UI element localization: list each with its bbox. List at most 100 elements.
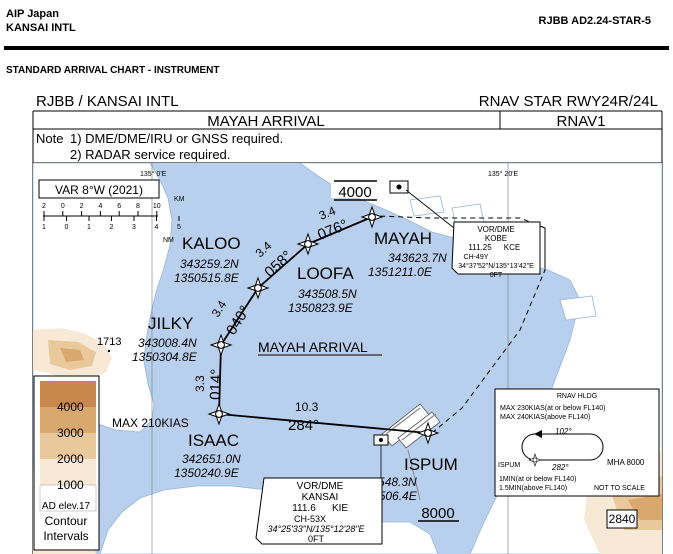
scale-km-tick: 10 xyxy=(153,203,161,210)
kobe-name: KOBE xyxy=(485,234,507,243)
holding-title: RNAV HLDG xyxy=(557,393,597,400)
header-rule xyxy=(4,46,669,50)
waypoint-isaac-name: ISAAC xyxy=(188,431,239,450)
nav-spec: RNAV1 xyxy=(557,113,606,130)
aerodrome-elevation: AD elev.17 xyxy=(42,501,91,512)
scale-nm-tick: 3 xyxy=(132,224,136,231)
arrival-name: MAYAH ARRIVAL xyxy=(207,113,325,130)
kobe-ident: KCE xyxy=(504,243,520,252)
route-label: MAYAH ARRIVAL xyxy=(258,339,368,355)
airport-name: KANSAI INTL xyxy=(6,22,76,34)
waypoint-kaloo-name: KALOO xyxy=(182,234,241,253)
leg-1-distance: 3.4 xyxy=(317,203,338,222)
scale-km-label: KM xyxy=(174,196,185,203)
scale-km-tick: 8 xyxy=(136,203,140,210)
contour-level-1000: 1000 xyxy=(57,478,84,492)
arrival-route xyxy=(218,216,429,434)
scale-km-tick: 0 xyxy=(61,203,65,210)
scale-nm-tick: 4 xyxy=(155,224,159,231)
holding-time-1: 1MIN(at or below FL140) xyxy=(499,476,576,483)
kobe-vor-box: VOR/DME KOBE 111.25 KCE CH-49Y 34°37'52"… xyxy=(451,221,541,279)
kansai-name: KANSAI xyxy=(302,492,339,503)
kobe-type: VOR/DME xyxy=(477,225,514,234)
waypoint-isaac-lon: 1350240.9E xyxy=(174,466,240,480)
holding-fix: ISPUM xyxy=(498,462,520,469)
waypoint-jilky-name: JILKY xyxy=(148,314,193,333)
scale-nm-tick: 1 xyxy=(87,224,91,231)
kobe-elev: 0FT xyxy=(490,272,503,279)
kansai-vor-symbol xyxy=(373,434,389,446)
transition-dashed-route xyxy=(377,215,546,434)
scale-nm-tick: 5 xyxy=(177,224,181,231)
note-2: 2) RADAR service required. xyxy=(70,147,230,162)
waypoint-jilky-lat: 343008.4N xyxy=(138,336,197,350)
holding-speed-2: MAX 240KIAS(above FL140) xyxy=(500,414,590,421)
scale-km-tick: 6 xyxy=(117,203,121,210)
holding-speed-1: MAX 230KIAS(at or below FL140) xyxy=(500,405,605,412)
scale-km-tick: 2 xyxy=(80,203,84,210)
contour-level-3000: 3000 xyxy=(57,426,84,440)
kansai-vor-box: VOR/DME KANSAI 111.6 KIE CH-53X 34°25'33… xyxy=(255,477,383,545)
notes-label: Note xyxy=(36,131,63,146)
kansai-coords: 34°25'33"N/135°12'28"E xyxy=(267,524,365,534)
leg-5-distance: 10.3 xyxy=(295,400,319,414)
waypoint-ispum-name: ISPUM xyxy=(404,455,458,474)
scale-nm-label: NM xyxy=(163,237,174,244)
contour-label-line1: Contour xyxy=(45,514,88,528)
magnetic-variation: VAR 8°W (2021) xyxy=(55,183,143,197)
contour-legend: 4000 3000 2000 1000 AD elev.17 Contour I… xyxy=(33,375,100,551)
waypoint-kaloo-lat: 343259.2N xyxy=(180,257,239,271)
contour-label-line2: Intervals xyxy=(43,529,88,543)
kansai-elev: 0FT xyxy=(308,534,325,544)
kansai-type: VOR/DME xyxy=(297,481,344,492)
kansai-freq: 111.6 xyxy=(292,503,316,514)
waypoint-isaac-lat: 342651.0N xyxy=(182,452,241,466)
scale-km-tick: 2 xyxy=(42,203,46,210)
waypoint-mayah-lon: 1351211.0E xyxy=(368,265,433,279)
chart-reference: RJBB AD2.24-STAR-5 xyxy=(538,15,651,27)
holding-time-2: 1.5MIN(above FL140) xyxy=(499,485,567,492)
leg-4-distance: 3.3 xyxy=(193,375,207,392)
scale-nm-tick: 2 xyxy=(110,224,114,231)
spot-elevation: 1713 xyxy=(97,336,121,348)
graticule-west: 135° 0'E xyxy=(140,170,167,178)
scale-km-tick: 4 xyxy=(98,203,102,210)
contour-level-4000: 4000 xyxy=(57,400,84,414)
scale-nm-tick: 0 xyxy=(65,224,69,231)
variation-box xyxy=(38,179,160,199)
waypoint-isaac-speed: MAX 210KIAS xyxy=(112,416,189,430)
terrain-west-high xyxy=(60,348,84,362)
leg-4-track: 014° xyxy=(207,369,225,401)
waypoint-ispum-altitude: 8000 xyxy=(421,505,454,522)
waypoint-loofa-lat: 343508.5N xyxy=(298,287,357,301)
waypoint-loofa-name: LOOFA xyxy=(297,264,354,283)
waypoint-loofa-lon: 1350823.9E xyxy=(288,301,354,315)
holding-scale-note: NOT TO SCALE xyxy=(594,485,645,492)
contour-level-2000: 2000 xyxy=(57,452,84,466)
holding-inset: RNAV HLDG MAX 230KIAS(at or below FL140)… xyxy=(494,388,660,497)
holding-inbound: 282° xyxy=(551,463,569,472)
publication-name: AIP Japan xyxy=(6,8,59,20)
waypoint-jilky-lon: 1350304.8E xyxy=(132,350,198,364)
kansai-ident: KIE xyxy=(332,503,348,514)
graticule-east: 135° 20'E xyxy=(488,170,519,178)
scale-nm-tick: 1 xyxy=(42,224,46,231)
procedure-title: RNAV STAR RWY24R/24L xyxy=(479,93,658,110)
note-1: 1) DME/DME/IRU or GNSS required. xyxy=(70,131,283,146)
waypoint-mayah-lat: 343623.7N xyxy=(388,251,447,265)
min-altitude-top: 4000 xyxy=(338,184,371,201)
holding-outbound: 102° xyxy=(555,427,572,436)
kobe-vor-symbol xyxy=(389,180,409,194)
kobe-freq: 111.25 xyxy=(468,243,492,252)
leg-5-track: 284° xyxy=(288,417,319,434)
chart-category: STANDARD ARRIVAL CHART - INSTRUMENT xyxy=(6,65,220,76)
kobe-channel: CH-49Y xyxy=(464,254,489,261)
waypoint-kaloo-lon: 1350515.8E xyxy=(174,271,240,285)
kobe-coords: 34°37'52"N/135°13'42"E xyxy=(458,262,534,270)
terrain-box-value: 2840 xyxy=(609,512,636,526)
kansai-channel: CH-53X xyxy=(294,514,326,524)
terrain-box xyxy=(606,509,638,529)
waypoint-mayah-name: MAYAH xyxy=(374,229,432,248)
